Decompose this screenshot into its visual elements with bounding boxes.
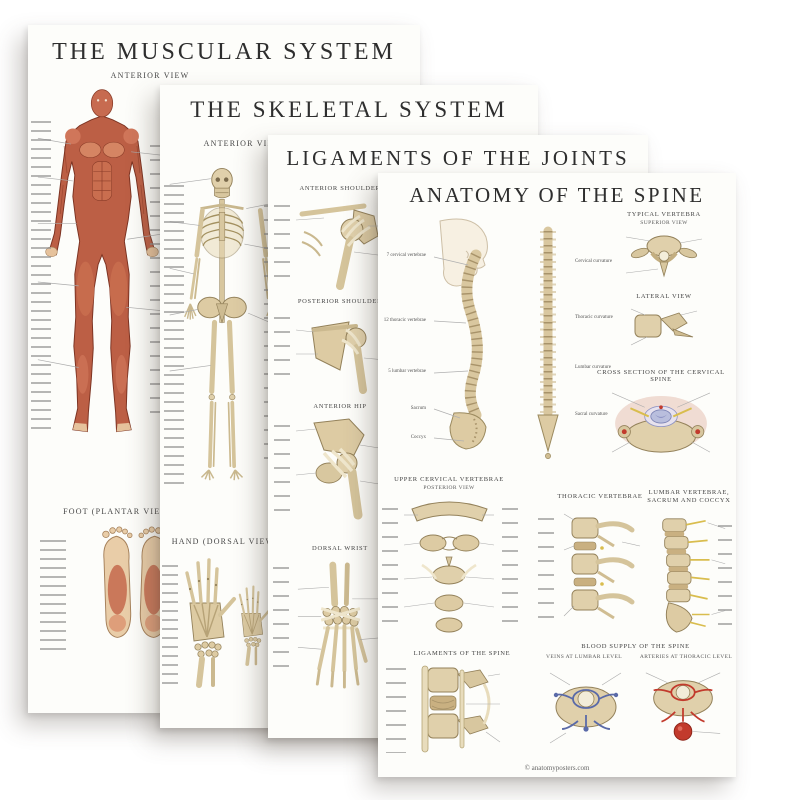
poster-anatomy-spine: ANATOMY OF THE SPINE 7 cervical vertebra… [378, 173, 736, 777]
upper-cervical-heading: UPPER CERVICAL VERTEBRAE [394, 476, 504, 483]
hand-skeleton [185, 558, 236, 688]
lateral-spine-illustration [433, 218, 488, 450]
anterior-shoulder-illustration [295, 203, 387, 290]
veins-lumbar-illustration [549, 672, 622, 744]
arteries-subheading: ARTERIES AT THORACIC LEVEL [639, 654, 733, 660]
vertebra-superior-illustration [625, 235, 703, 278]
ligaments-of-spine-heading: LIGAMENTS OF THE SPINE [413, 650, 511, 657]
label-text-column [274, 205, 290, 285]
muscular-figure-illustration [37, 89, 167, 433]
hand-dorsal-heading: HAND (DORSAL VIEW) [171, 537, 279, 546]
region-label-coccyx: Coccyx [410, 435, 426, 440]
section-anterior-shoulder: ANTERIOR SHOULDER [299, 185, 381, 192]
label-text-column [164, 185, 184, 485]
foot-plantar-heading: FOOT (PLANTAR VIEW) [63, 507, 173, 516]
label-text-column [274, 317, 290, 387]
leader-lines [433, 256, 469, 442]
muscle-body [45, 89, 159, 433]
region-label-lumbar: 5 lumbar vertebrae [388, 369, 426, 374]
poster-footer-credit: © anatomyposters.com [524, 764, 590, 772]
label-text-column [31, 121, 51, 431]
thoracic-heading: THORACIC VERTEBRAE [557, 493, 643, 500]
ligaments-poster-title: LIGAMENTS OF THE JOINTS [286, 146, 630, 170]
spine-poster-title: ANATOMY OF THE SPINE [409, 183, 705, 207]
superior-view-subheading: SUPERIOR VIEW [640, 220, 688, 226]
typical-vertebra-heading: TYPICAL VERTEBRA [627, 211, 701, 218]
arteries-thoracic-illustration [645, 672, 721, 741]
spine-ligaments-illustration [421, 665, 501, 753]
section-dorsal-wrist: DORSAL WRIST [312, 545, 368, 552]
vertebra-lateral-illustration [630, 308, 698, 346]
posterior-view-subheading: POSTERIOR VIEW [423, 485, 475, 491]
label-text-column [162, 565, 178, 685]
label-text-column [382, 508, 398, 628]
curvature-label-cervical: Cervical curvature [575, 259, 613, 264]
label-text-column [40, 540, 66, 655]
cross-section-heading: CROSS SECTION OF THE CERVICAL SPINE [597, 369, 725, 383]
lumbar-heading: LUMBAR VERTEBRAE, SACRUM AND COCCYX [647, 489, 731, 505]
anterior-view-label: ANTERIOR VIEW [203, 139, 283, 148]
cervical-cross-section-illustration [611, 392, 711, 453]
label-text-column [502, 508, 518, 628]
blood-supply-heading: BLOOD SUPPLY OF THE SPINE [581, 643, 690, 650]
anterior-hip-illustration [295, 418, 387, 520]
hand-skeleton-small [237, 584, 271, 666]
label-text-column [538, 518, 554, 623]
veins-subheading: VEINS AT LUMBAR LEVEL [546, 654, 622, 660]
anterior-view-label: ANTERIOR VIEW [110, 71, 190, 80]
label-text-column [273, 567, 289, 679]
thoracic-vertebrae-illustration [563, 513, 641, 620]
skeletal-poster-title: THE SKELETAL SYSTEM [190, 97, 508, 122]
lateral-view-subheading: LATERAL VIEW [636, 293, 692, 300]
curvature-label-lumbar: Lumbar curvature [575, 365, 611, 370]
label-text-column [274, 425, 290, 513]
upper-cervical-illustration [403, 501, 495, 633]
region-label-sacrum: Sacrum [410, 406, 426, 411]
curvature-label-thoracic: Thoracic curvature [575, 315, 613, 320]
hands-dorsal-illustration [185, 558, 271, 688]
lumbar-sacrum-illustration [662, 518, 726, 633]
section-posterior-shoulder: POSTERIOR SHOULDER [297, 298, 383, 305]
posterior-spine-illustration [537, 226, 559, 459]
label-text-column [386, 668, 406, 753]
muscular-poster-title: THE MUSCULAR SYSTEM [52, 39, 396, 65]
dorsal-wrist-illustration [297, 561, 384, 689]
region-label-thoracic: 12 thoracic vertebrae [383, 318, 426, 323]
region-label-cervical: 7 cervical vertebrae [386, 253, 426, 258]
curvature-label-sacral: Sacral curvature [575, 412, 608, 417]
label-text-column [718, 525, 732, 625]
foot-left [102, 526, 133, 638]
posterior-shoulder-illustration [295, 321, 387, 394]
section-anterior-hip: ANTERIOR HIP [313, 403, 367, 410]
